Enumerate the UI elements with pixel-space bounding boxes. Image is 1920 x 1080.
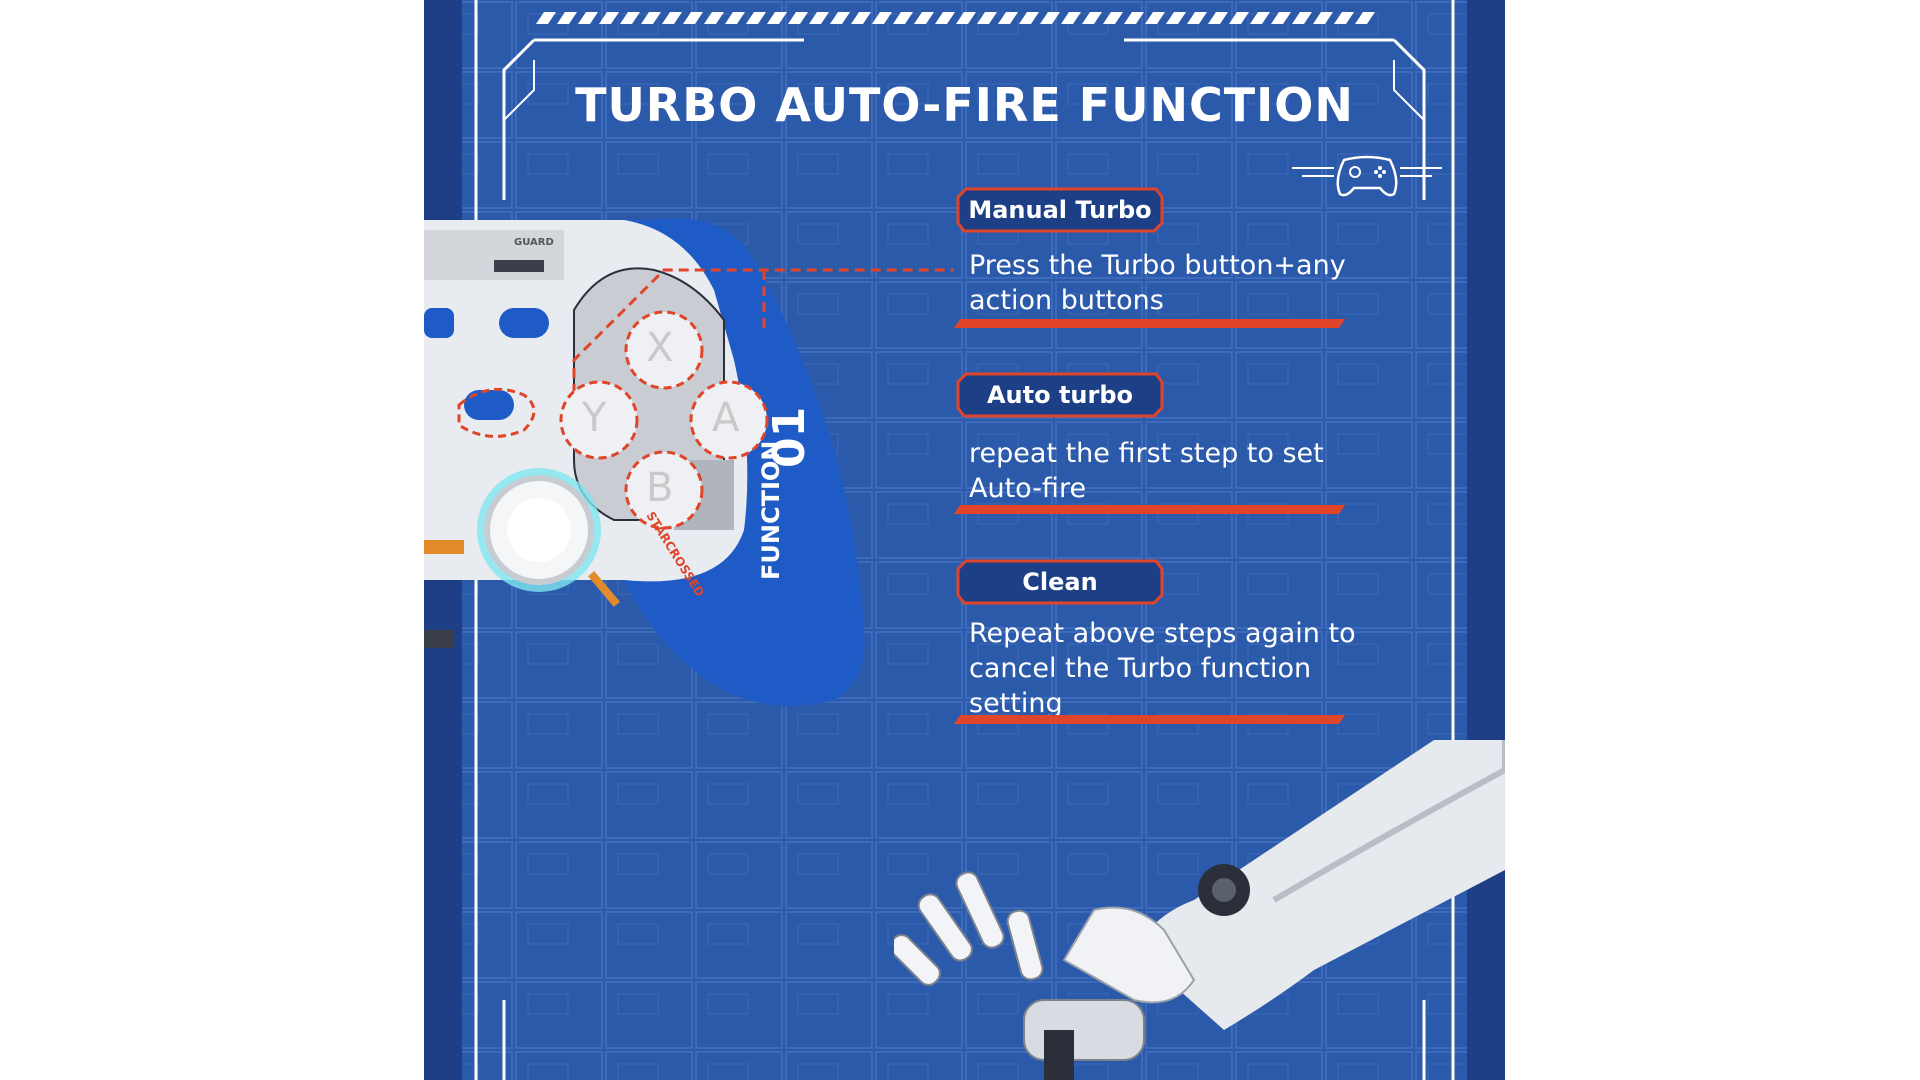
face-buttons bbox=[559, 310, 769, 530]
poster: TURBO AUTO-FIRE FUNCTION bbox=[424, 0, 1505, 1080]
face-button-x: X bbox=[646, 325, 674, 371]
stripe-mark bbox=[1292, 12, 1312, 24]
stripe-mark bbox=[1334, 12, 1354, 24]
section-description: repeat the first step to set Auto-fire bbox=[969, 438, 1324, 504]
background-panels bbox=[424, 0, 1505, 1080]
section-label-text: Clean bbox=[1022, 568, 1098, 596]
stripe-mark bbox=[704, 12, 724, 24]
divider-bar bbox=[953, 319, 1346, 328]
stripe-mark bbox=[1040, 12, 1060, 24]
section-description: Repeat above steps again to cancel the T… bbox=[969, 618, 1356, 719]
stripe-mark bbox=[1208, 12, 1228, 24]
section-label-auto-turbo: Auto turbo bbox=[956, 372, 1164, 418]
stripe-mark bbox=[1103, 12, 1123, 24]
stripe-mark bbox=[1229, 12, 1249, 24]
stripe-mark bbox=[809, 12, 829, 24]
stripe-mark bbox=[1124, 12, 1144, 24]
stripe-mark bbox=[536, 12, 556, 24]
stripe-mark bbox=[620, 12, 640, 24]
stripe-mark bbox=[872, 12, 892, 24]
stripe-mark bbox=[1082, 12, 1102, 24]
stripe-mark bbox=[914, 12, 934, 24]
controller-top-text: GUARD bbox=[514, 237, 554, 248]
stripe-mark bbox=[641, 12, 661, 24]
stripe-mark bbox=[1271, 12, 1291, 24]
stripe-mark bbox=[1166, 12, 1186, 24]
stripe-mark bbox=[578, 12, 598, 24]
controller-side-text: FUNCTION bbox=[757, 441, 785, 580]
stripe-mark bbox=[725, 12, 745, 24]
face-button-b: B bbox=[646, 465, 674, 511]
face-button-y: Y bbox=[582, 395, 607, 441]
stripe-mark bbox=[1250, 12, 1270, 24]
stripe-mark bbox=[1061, 12, 1081, 24]
stripe-mark bbox=[851, 12, 871, 24]
stripe-mark bbox=[767, 12, 787, 24]
stripe-mark bbox=[1187, 12, 1207, 24]
stripe-mark bbox=[1145, 12, 1165, 24]
section-label-clean: Clean bbox=[956, 559, 1164, 605]
stripe-mark bbox=[557, 12, 577, 24]
stripe-mark bbox=[662, 12, 682, 24]
stripe-mark bbox=[998, 12, 1018, 24]
section-description: Press the Turbo button+any action button… bbox=[969, 250, 1346, 316]
section-label-text: Manual Turbo bbox=[968, 196, 1152, 224]
controller-icon bbox=[1292, 155, 1442, 197]
stripe-mark bbox=[893, 12, 913, 24]
stripe-mark bbox=[788, 12, 808, 24]
stripe-mark bbox=[683, 12, 703, 24]
gamepad-illustration: FUNCTION 01 STARCROSSED GUARD bbox=[424, 218, 954, 706]
stripe-mark bbox=[935, 12, 955, 24]
stripe-mark bbox=[830, 12, 850, 24]
section-label-manual-turbo: Manual Turbo bbox=[956, 187, 1164, 233]
stripe-mark bbox=[977, 12, 997, 24]
section-label-text: Auto turbo bbox=[986, 381, 1134, 409]
face-button-a: A bbox=[712, 395, 740, 441]
stripe-mark bbox=[1019, 12, 1039, 24]
stripe-mark bbox=[1355, 12, 1375, 24]
page-title: TURBO AUTO-FIRE FUNCTION bbox=[575, 78, 1354, 132]
stripe-mark bbox=[599, 12, 619, 24]
robot-arm-illustration bbox=[894, 740, 1505, 1080]
stripe-mark bbox=[956, 12, 976, 24]
stripe-mark bbox=[746, 12, 766, 24]
divider-bar bbox=[953, 505, 1346, 514]
controller-model-number: 01 bbox=[764, 407, 815, 468]
divider-bar bbox=[953, 715, 1346, 724]
stripe-mark bbox=[1313, 12, 1333, 24]
